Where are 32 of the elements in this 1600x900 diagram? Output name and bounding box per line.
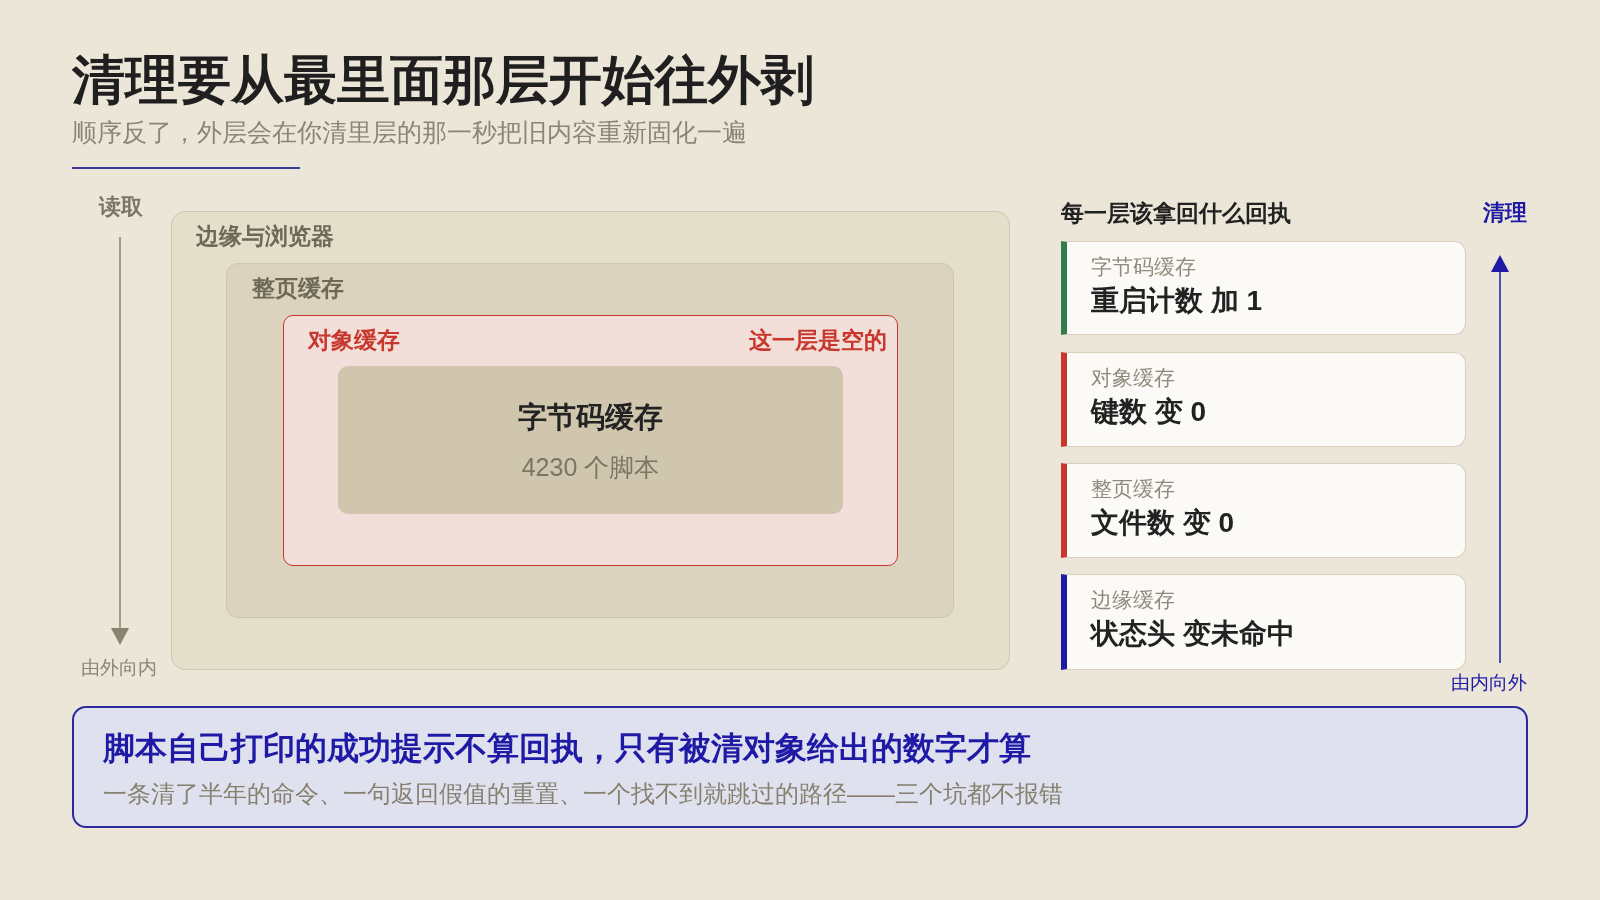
- script-count: 4230 个脚本: [520, 452, 661, 482]
- note-callout: [72, 706, 1528, 828]
- section-heading: 每一层该拿回什么回执: [1061, 200, 1291, 228]
- direction-label: 读取: [99, 194, 143, 221]
- layer-name: 整页缓存: [252, 275, 344, 303]
- direction-caption: 由外向内: [81, 657, 157, 680]
- receipt-value: 文件数 变 0: [1091, 506, 1235, 540]
- layer-name: 对象缓存: [1091, 365, 1175, 391]
- empty-layer-note: 这一层是空的: [749, 327, 887, 355]
- receipt-card: [1061, 352, 1466, 447]
- receipt-card: [1061, 574, 1466, 670]
- direction-caption: 由内向外: [1451, 672, 1527, 695]
- layer-name: 对象缓存: [308, 327, 400, 355]
- cache-layer-box: [338, 366, 843, 514]
- callout-body: 一条清了半年的命令、一句返回假值的重置、一个找不到就跳过的路径——三个坑都不报错: [103, 780, 1063, 809]
- cache-layer-box: [226, 263, 954, 618]
- subtitle: 顺序反了，外层会在你清里层的那一秒把旧内容重新固化一遍: [72, 117, 747, 147]
- callout-heading: 脚本自己打印的成功提示不算回执，只有被清对象给出的数字才算: [103, 729, 1031, 768]
- layer-name: 字节码缓存: [1091, 254, 1196, 280]
- layer-name: 整页缓存: [1091, 476, 1175, 502]
- cache-layer-box: [171, 211, 1010, 670]
- receipt-value: 状态头 变未命中: [1091, 617, 1295, 651]
- receipt-value: 重启计数 加 1: [1091, 284, 1263, 318]
- receipt-value: 键数 变 0: [1091, 395, 1207, 429]
- direction-label: 清理: [1483, 200, 1527, 227]
- cache-layer-box: [283, 315, 898, 566]
- slide-title: 清理要从最里面那层开始往外剥: [72, 49, 814, 111]
- receipt-card: [1061, 463, 1466, 558]
- receipt-card: [1061, 241, 1466, 335]
- layer-name: 字节码缓存: [517, 400, 664, 435]
- layer-name: 边缘缓存: [1091, 587, 1175, 613]
- layer-name: 边缘与浏览器: [196, 223, 334, 251]
